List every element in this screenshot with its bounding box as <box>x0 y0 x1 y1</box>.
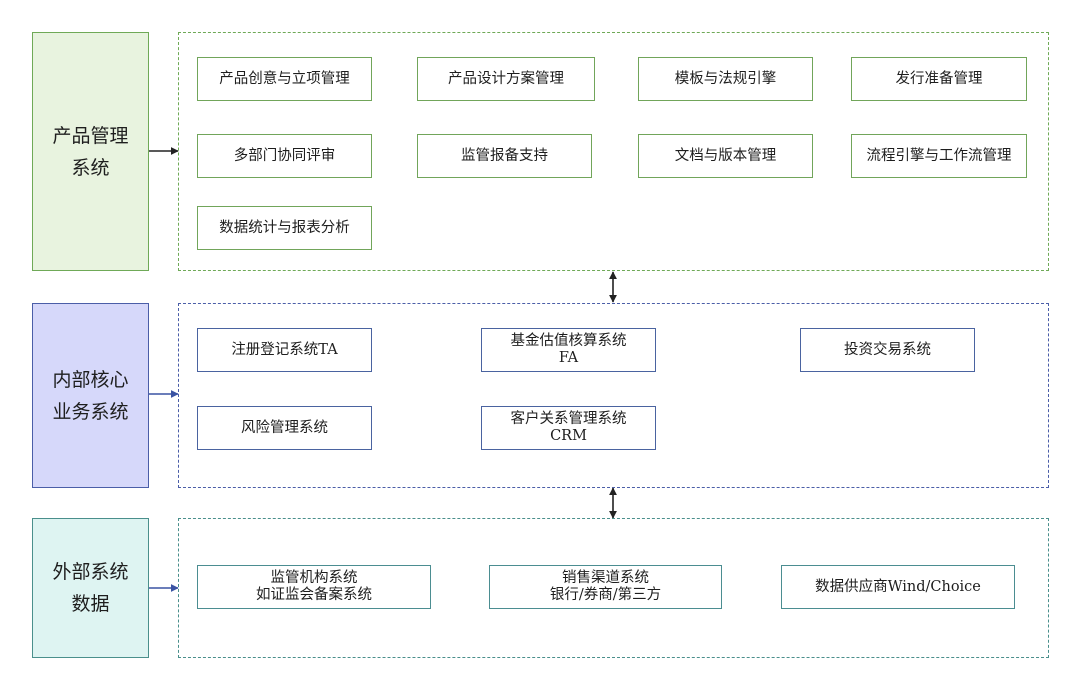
product-item-doc-version: 文档与版本管理 <box>638 134 813 178</box>
product-item-issuance-prep: 发行准备管理 <box>851 57 1027 101</box>
external-system-panel <box>178 518 1049 658</box>
external-item-sales-channel: 销售渠道系统 银行/券商/第三方 <box>489 565 722 609</box>
product-item-ideation: 产品创意与立项管理 <box>197 57 372 101</box>
product-system-panel <box>178 32 1049 271</box>
core-item-ta: 注册登记系统TA <box>197 328 372 372</box>
product-item-template-engine: 模板与法规引擎 <box>638 57 813 101</box>
core-item-risk: 风险管理系统 <box>197 406 372 450</box>
external-item-data-vendor: 数据供应商Wind/Choice <box>781 565 1015 609</box>
core-system-label: 内部核心 业务系统 <box>32 303 149 488</box>
product-item-regulatory-filing: 监管报备支持 <box>417 134 592 178</box>
product-item-workflow-engine: 流程引擎与工作流管理 <box>851 134 1027 178</box>
product-item-joint-review: 多部门协同评审 <box>197 134 372 178</box>
product-system-label: 产品管理 系统 <box>32 32 149 271</box>
external-item-regulator: 监管机构系统 如证监会备案系统 <box>197 565 431 609</box>
product-item-statistics: 数据统计与报表分析 <box>197 206 372 250</box>
core-item-fa: 基金估值核算系统 FA <box>481 328 656 372</box>
product-item-design-plan: 产品设计方案管理 <box>417 57 595 101</box>
core-item-trading: 投资交易系统 <box>800 328 975 372</box>
core-system-panel <box>178 303 1049 488</box>
external-system-label: 外部系统 数据 <box>32 518 149 658</box>
core-item-crm: 客户关系管理系统 CRM <box>481 406 656 450</box>
